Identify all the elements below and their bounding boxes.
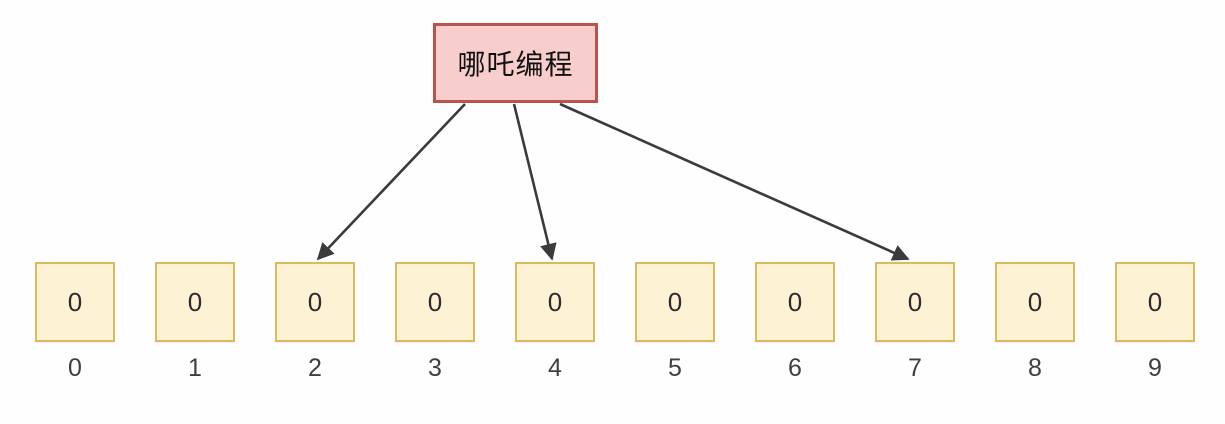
cell-value: 0 [875, 262, 955, 342]
pointer-box: 哪吒编程 [433, 23, 598, 103]
cell-value: 0 [395, 262, 475, 342]
cell-value: 0 [275, 262, 355, 342]
cell-index-label: 3 [428, 354, 442, 382]
array-cell-0: 0 0 [35, 262, 115, 383]
cell-index-label: 7 [908, 354, 922, 382]
arrow-to-cell-7 [559, 102, 910, 261]
cell-value: 0 [155, 262, 235, 342]
cell-value: 0 [755, 262, 835, 342]
array-row: 0 0 0 1 0 2 0 3 0 4 0 5 0 6 0 7 [35, 262, 1195, 383]
array-cell-7: 0 7 [875, 262, 955, 383]
array-cell-4: 0 4 [515, 262, 595, 383]
array-cell-5: 0 5 [635, 262, 715, 383]
cell-index-label: 0 [68, 354, 82, 382]
array-cell-3: 0 3 [395, 262, 475, 383]
array-cell-1: 0 1 [155, 262, 235, 383]
cell-index-label: 8 [1028, 354, 1042, 382]
cell-value: 0 [35, 262, 115, 342]
cell-index-label: 2 [308, 354, 322, 382]
array-cell-8: 0 8 [995, 262, 1075, 383]
cell-value: 0 [1115, 262, 1195, 342]
arrow-to-cell-4 [512, 103, 557, 261]
cell-index-label: 5 [668, 354, 682, 382]
cell-index-label: 6 [788, 354, 802, 382]
array-cell-9: 0 9 [1115, 262, 1195, 383]
cell-index-label: 1 [188, 354, 202, 382]
array-cell-6: 0 6 [755, 262, 835, 383]
cell-index-label: 9 [1148, 354, 1162, 382]
arrow-to-cell-2 [316, 103, 466, 261]
cell-value: 0 [995, 262, 1075, 342]
cell-value: 0 [515, 262, 595, 342]
cell-value: 0 [635, 262, 715, 342]
array-cell-2: 0 2 [275, 262, 355, 383]
cell-index-label: 4 [548, 354, 562, 382]
